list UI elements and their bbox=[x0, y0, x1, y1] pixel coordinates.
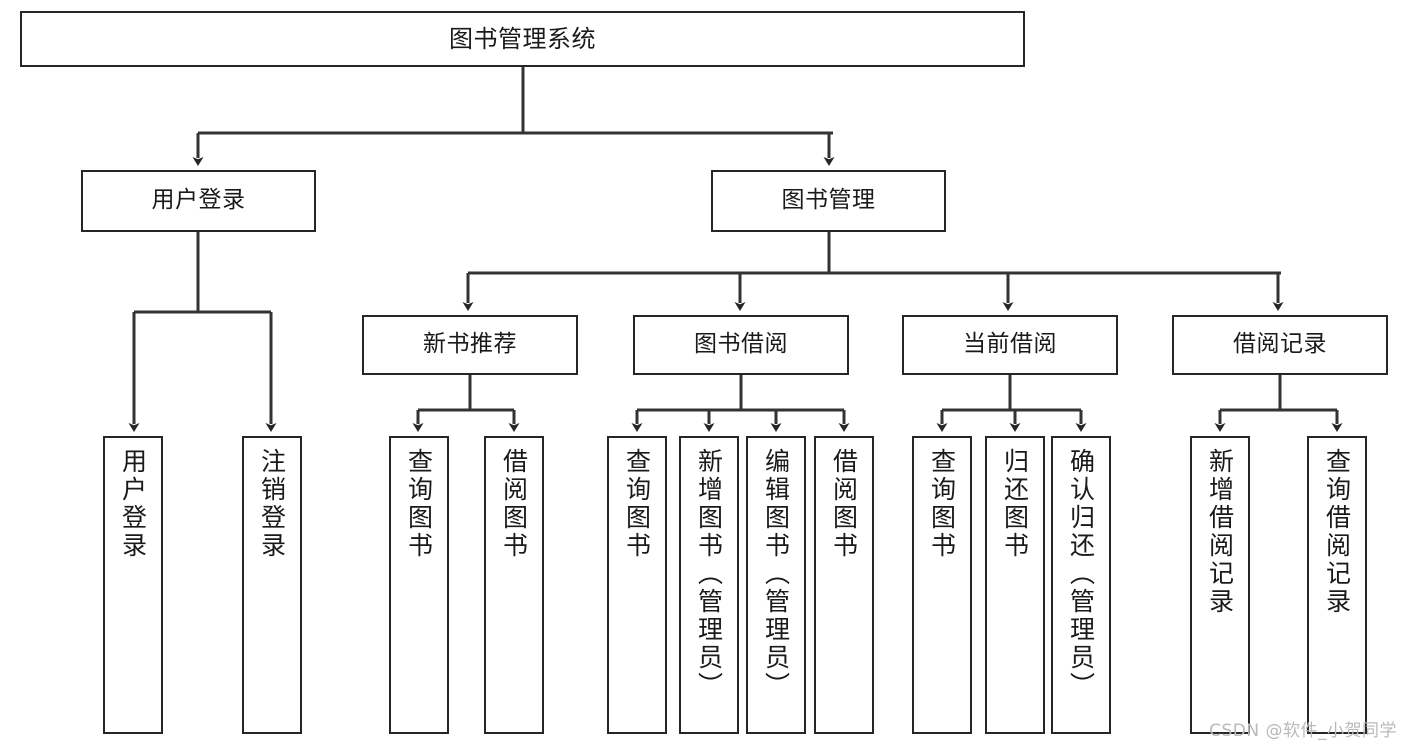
node-leaf[interactable]: 确认归还（管理员） bbox=[1051, 436, 1111, 734]
node-label: 图书管理 bbox=[781, 187, 876, 214]
node-leaf[interactable]: 查询图书 bbox=[389, 436, 449, 734]
node-leaf[interactable]: 新增借阅记录 bbox=[1190, 436, 1250, 734]
node-label: 图书借阅 bbox=[694, 331, 788, 358]
node-label: 新增借阅记录 bbox=[1205, 448, 1235, 616]
node-label: 借阅记录 bbox=[1233, 331, 1327, 358]
node-leaf[interactable]: 编辑图书（管理员） bbox=[746, 436, 806, 734]
node-label: 用户登录 bbox=[151, 187, 246, 214]
node-book-borrowing[interactable]: 图书借阅 bbox=[633, 315, 849, 375]
node-label: 注销登录 bbox=[257, 448, 287, 560]
node-label: 编辑图书（管理员） bbox=[761, 448, 791, 700]
node-leaf[interactable]: 查询图书 bbox=[912, 436, 972, 734]
node-label: 归还图书 bbox=[1000, 448, 1030, 560]
node-root-system[interactable]: 图书管理系统 bbox=[20, 11, 1025, 67]
node-leaf[interactable]: 查询图书 bbox=[607, 436, 667, 734]
node-leaf[interactable]: 注销登录 bbox=[242, 436, 302, 734]
node-leaf[interactable]: 归还图书 bbox=[985, 436, 1045, 734]
node-leaf[interactable]: 用户登录 bbox=[103, 436, 163, 734]
node-label: 新增图书（管理员） bbox=[694, 448, 724, 700]
node-user-login[interactable]: 用户登录 bbox=[81, 170, 316, 232]
node-label: 查询图书 bbox=[927, 448, 957, 560]
node-leaf[interactable]: 借阅图书 bbox=[484, 436, 544, 734]
node-leaf[interactable]: 新增图书（管理员） bbox=[679, 436, 739, 734]
node-label: 新书推荐 bbox=[423, 331, 517, 358]
node-label: 图书管理系统 bbox=[449, 24, 596, 53]
csdn-watermark: CSDN @软件_小贺同学 bbox=[1209, 721, 1397, 741]
node-label: 查询借阅记录 bbox=[1322, 448, 1352, 616]
node-leaf[interactable]: 借阅图书 bbox=[814, 436, 874, 734]
node-label: 借阅图书 bbox=[499, 448, 529, 560]
node-label: 当前借阅 bbox=[963, 331, 1057, 358]
node-leaf[interactable]: 查询借阅记录 bbox=[1307, 436, 1367, 734]
node-label: 借阅图书 bbox=[829, 448, 859, 560]
node-label: 查询图书 bbox=[404, 448, 434, 560]
node-label: 用户登录 bbox=[118, 448, 148, 560]
node-book-management[interactable]: 图书管理 bbox=[711, 170, 946, 232]
node-label: 确认归还（管理员） bbox=[1066, 448, 1096, 700]
node-current-borrowing[interactable]: 当前借阅 bbox=[902, 315, 1118, 375]
node-new-book-recommendation[interactable]: 新书推荐 bbox=[362, 315, 578, 375]
node-borrowing-records[interactable]: 借阅记录 bbox=[1172, 315, 1388, 375]
node-label: 查询图书 bbox=[622, 448, 652, 560]
